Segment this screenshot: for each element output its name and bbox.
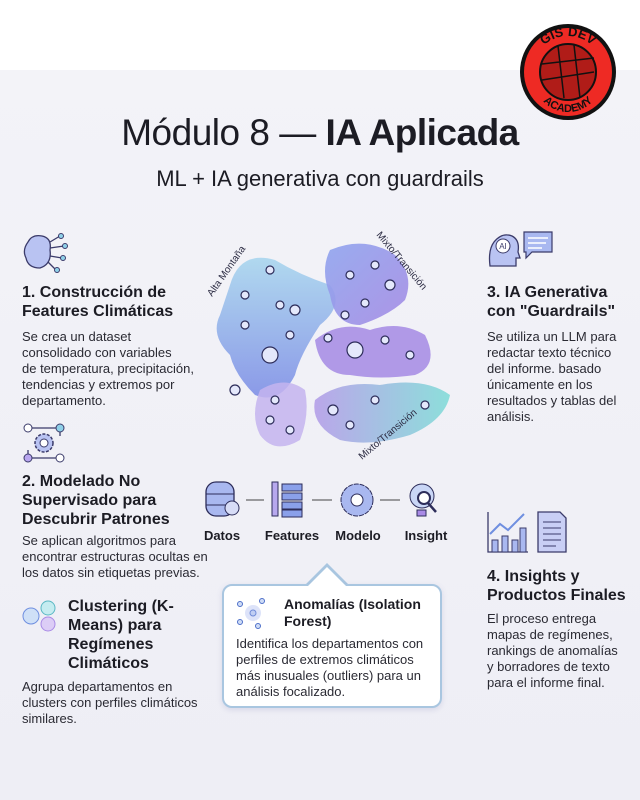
pipeline-icons: [205, 481, 437, 518]
features-icon: [271, 481, 303, 518]
callout-pointer-inner: [308, 567, 346, 586]
outliers-icon: [237, 598, 265, 629]
anomalies-body: Identifica los departamentos con perfile…: [236, 636, 424, 699]
clustering-body: Agrupa departamentos en clusters con per…: [22, 679, 198, 726]
database-icon: [205, 481, 240, 517]
step-insight: Insight: [404, 528, 448, 543]
body-line: tendencias y extremos por: [22, 377, 175, 392]
section-3-body: Se utiliza un LLM para redactar texto té…: [487, 329, 617, 424]
page-title: Módulo 8 — IA Aplicada: [121, 112, 519, 153]
anomalies-callout: Anomalías (Isolation Forest) Identifica …: [222, 584, 442, 708]
brain-network-icon: [23, 233, 68, 273]
clustering: Clustering (K-Means) para Regímenes Clim…: [22, 597, 218, 727]
step-datos: Datos: [203, 528, 241, 543]
blob-small: [255, 382, 307, 447]
section-3-title: 3. IA Generativa con "Guardrails": [487, 284, 616, 320]
section-1-title: 1. Construcción de Features Climáticas: [22, 284, 174, 320]
gear-network-icon: [23, 423, 65, 463]
blob-alta-montana: [216, 257, 336, 398]
brain-gear-icon: [340, 483, 374, 517]
section-4: 4. Insights y Productos Finales El proce…: [487, 567, 640, 691]
blob-purple: [315, 326, 431, 378]
lightbulb-search-icon: [409, 483, 437, 517]
clusters-icon: [22, 600, 56, 632]
body-line: Se crea un dataset: [22, 329, 132, 344]
section-3: 3. IA Generativa con "Guardrails" Se uti…: [487, 283, 637, 425]
section-2-body: Se aplican algoritmos para encontrar est…: [22, 533, 208, 580]
section-4-title: 4. Insights y Productos Finales: [487, 568, 626, 604]
ai-head-chat-icon: AI: [488, 231, 553, 267]
section-1-body: Se crea un dataset consolidado con varia…: [22, 329, 222, 409]
body-line: departamento.: [22, 393, 106, 408]
section-4-body: El proceso entrega mapas de regímenes, r…: [487, 611, 618, 690]
gis-dev-academy-logo: GIS DEV ACADEMY: [520, 24, 616, 120]
chart-document-icon: [487, 511, 567, 553]
blob-mixto-1: [325, 243, 409, 325]
body-line: consolidado con variables: [22, 345, 172, 360]
cluster-blob-diagram: Alta Montaña Mixto/Transición Mixto/Tran…: [205, 230, 450, 462]
svg-text:ACADEMY: ACADEMY: [541, 94, 595, 115]
body-line: de temperatura, precipitación,: [22, 361, 194, 376]
step-modelo: Modelo: [335, 528, 381, 543]
clustering-title: Clustering (K-Means) para Regímenes Clim…: [68, 598, 174, 672]
section-2-title: 2. Modelado No Supervisado para Descubri…: [22, 473, 170, 528]
section-2: 2. Modelado No Supervisado para Descubri…: [22, 472, 218, 581]
ai-icon-text: AI: [499, 242, 507, 251]
anomalies-title: Anomalías (Isolation Forest): [284, 596, 421, 629]
page-subtitle: ML + IA generativa con guardrails: [156, 166, 484, 191]
step-features: Features: [264, 528, 320, 543]
section-1: 1. Construcción de Features Climáticas S…: [22, 283, 222, 409]
